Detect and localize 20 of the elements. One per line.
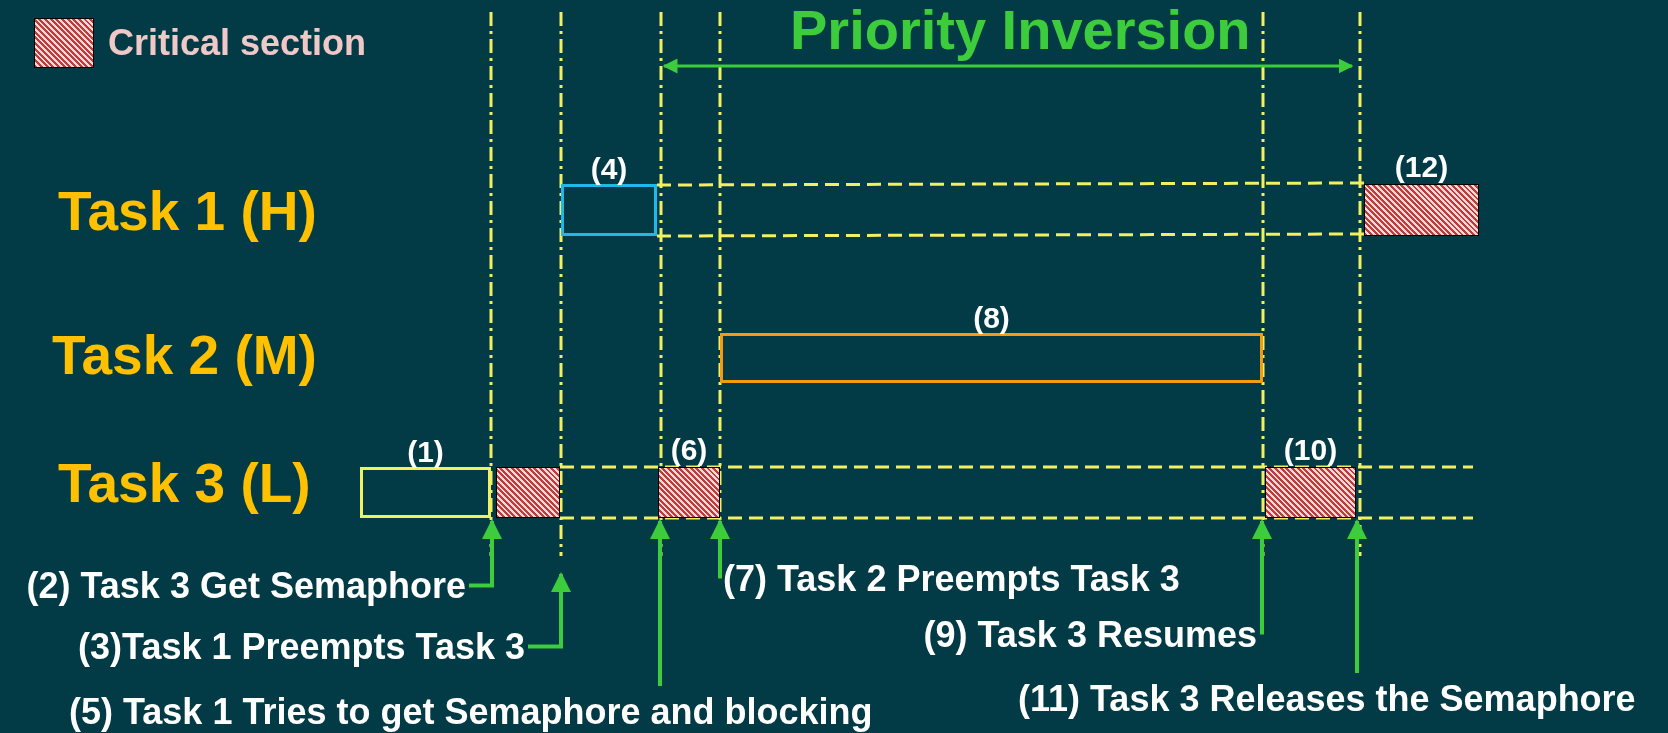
step-number: (12): [1394, 152, 1449, 182]
event-note: (5) Task 1 Tries to get Semaphore and blocking: [69, 689, 873, 733]
event-note: (2) Task 3 Get Semaphore: [26, 563, 466, 608]
pointer-arrow: [1252, 519, 1272, 635]
step-number: (10): [1283, 435, 1338, 465]
pointer-arrow: [650, 519, 670, 686]
pointer-arrow: [1347, 519, 1367, 673]
step-number: (4): [590, 154, 628, 184]
step-number: (6): [670, 435, 708, 465]
legend-label: Critical section: [108, 21, 367, 65]
event-note: (9) Task 3 Resumes: [923, 612, 1257, 657]
critical-section-box: [496, 467, 560, 518]
step-number: (8): [973, 303, 1010, 333]
step-number: (1): [407, 437, 444, 467]
event-note: (3)Task 1 Preempts Task 3: [78, 624, 525, 669]
pointer-arrow: [469, 519, 502, 588]
pointer-arrow: [528, 572, 571, 649]
event-note: (7) Task 2 Preempts Task 3: [723, 556, 1180, 601]
pointer-arrow: [710, 519, 730, 579]
event-note: (11) Task 3 Releases the Semaphore: [1018, 676, 1636, 721]
